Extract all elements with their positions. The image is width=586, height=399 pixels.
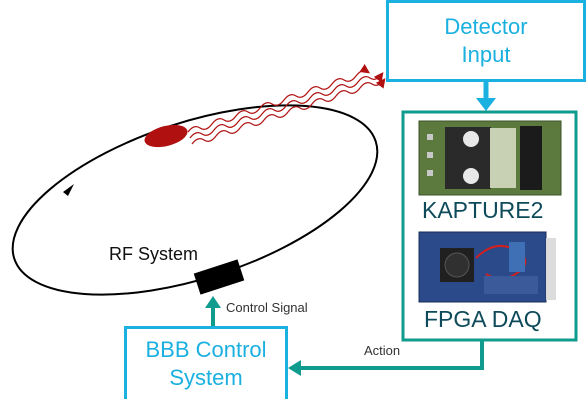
bbb-control-system-box: BBB Control System bbox=[124, 326, 288, 399]
ring-direction-arrow bbox=[63, 184, 74, 196]
storage-ring bbox=[11, 104, 379, 296]
detector-input-box: Detector Input bbox=[386, 0, 586, 82]
detector-input-label-line1: Detector bbox=[444, 14, 528, 39]
control-signal-label: Control Signal bbox=[226, 300, 308, 315]
rf-cavity bbox=[193, 259, 245, 295]
kapture-board bbox=[418, 120, 562, 196]
fpga-daq-label: FPGA DAQ bbox=[424, 306, 542, 332]
bbb-control-label-line2: System bbox=[169, 365, 243, 390]
rf-system-label: RF System bbox=[109, 244, 199, 264]
action-arrow bbox=[298, 338, 484, 370]
detector-input-label-line2: Input bbox=[461, 42, 511, 67]
fpga-board bbox=[418, 231, 556, 303]
synchrotron-radiation bbox=[187, 64, 386, 145]
action-label: Action bbox=[364, 343, 401, 358]
electron-bunch bbox=[144, 124, 188, 148]
bbb-control-label-line1: BBB Control bbox=[145, 337, 267, 362]
kapture2-label: KAPTURE2 bbox=[422, 197, 544, 223]
